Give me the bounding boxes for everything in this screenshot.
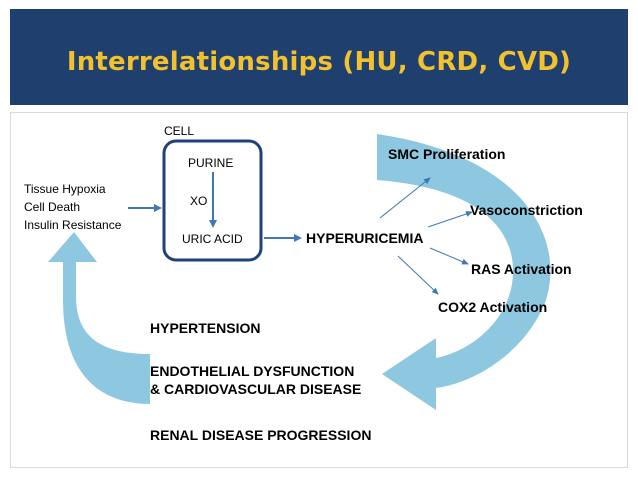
cox2-arrow: [397, 255, 439, 295]
outcome-cardiovascular-disease: & CARDIOVASCULAR DISEASE: [150, 381, 362, 397]
slide-title: Interrelationships (HU, CRD, CVD): [66, 47, 572, 77]
effect-ras-activation: RAS Activation: [471, 261, 572, 277]
vasoconstriction-arrow: [427, 211, 473, 228]
ras-arrow: [429, 247, 469, 265]
uric-acid-label: URIC ACID: [182, 232, 243, 246]
cell-label: CELL: [164, 124, 195, 138]
effect-smc-proliferation: SMC Proliferation: [388, 146, 506, 162]
outcome-endothelial-dysfunction: ENDOTHELIAL DYSFUNCTION: [150, 363, 355, 379]
outcome-renal-disease-progression: RENAL DISEASE PROGRESSION: [150, 427, 372, 443]
factor-insulin-resistance: Insulin Resistance: [24, 218, 122, 232]
factor-cell-death: Cell Death: [24, 200, 81, 214]
outcome-hypertension: HYPERTENSION: [150, 320, 261, 336]
smc-arrow: [379, 177, 431, 219]
cell-box: [162, 139, 263, 262]
purine-label: PURINE: [188, 156, 234, 170]
factor-tissue-hypoxia: Tissue Hypoxia: [24, 182, 106, 196]
hyperuricemia-label: HYPERURICEMIA: [306, 230, 424, 246]
effect-cox2-activation: COX2 Activation: [438, 299, 548, 315]
cycle-arrow-left: [48, 232, 150, 404]
title-banner: Interrelationships (HU, CRD, CVD): [10, 9, 628, 105]
effect-vasoconstriction: Vasoconstriction: [470, 202, 583, 218]
cycle-arrow-right: [377, 134, 551, 410]
xo-label: XO: [190, 194, 208, 208]
